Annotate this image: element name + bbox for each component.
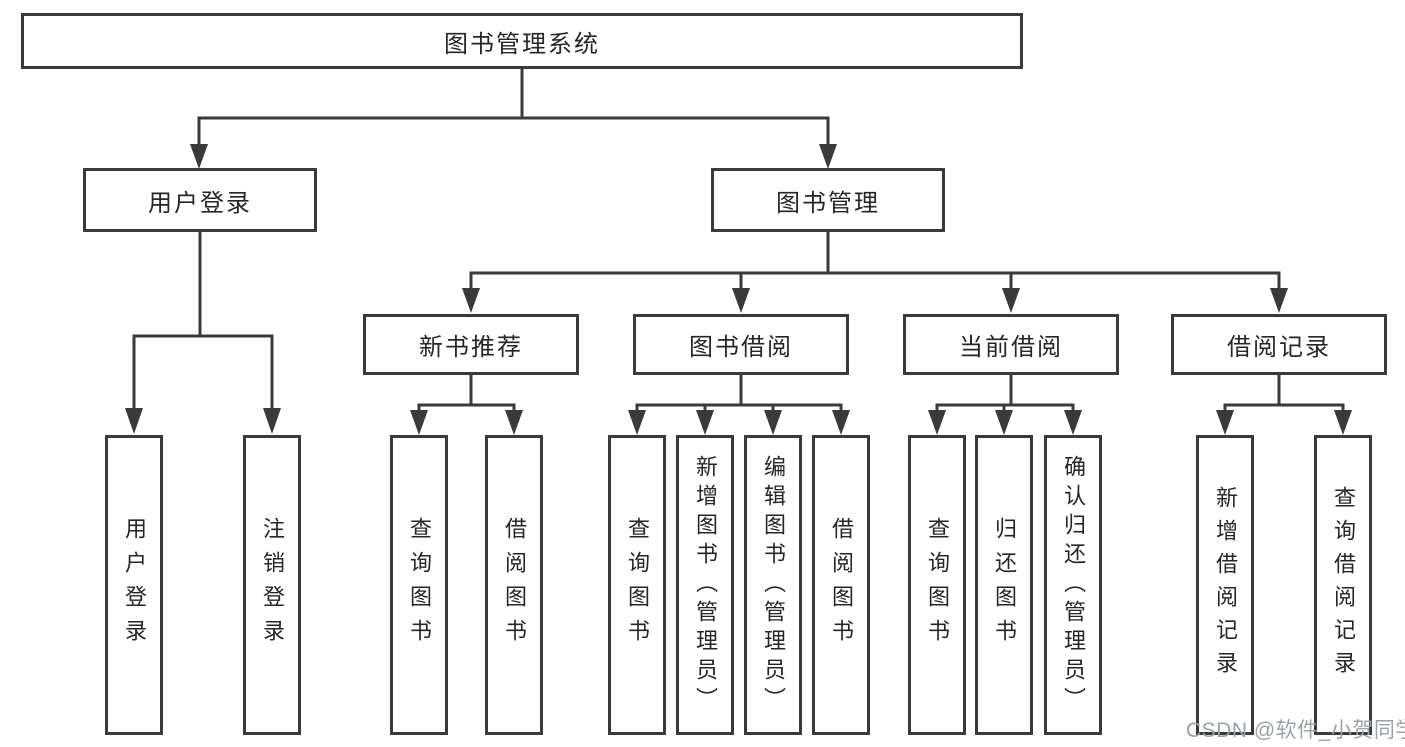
leaf-label: 用户登录 [122,517,147,653]
leaf-label: 查询借阅记录 [1331,486,1356,684]
leaf-borrow-books-recommend: 借阅图书 [485,435,543,735]
leaf-label: 查询图书 [925,517,950,653]
node-label: 用户登录 [148,189,252,217]
leaf-label: 借阅图书 [829,517,854,653]
leaf-label: 查询图书 [407,517,432,653]
leaf-label: 归还图书 [992,517,1017,653]
node-label: 图书管理 [776,189,880,217]
node-user-login: 用户登录 [83,168,317,232]
leaf-return-books: 归还图书 [975,435,1033,735]
leaf-user-login: 用户登录 [105,435,163,735]
leaf-confirm-return-admin: 确认归还（管理员） [1044,435,1102,735]
leaf-label: 借阅图书 [502,517,527,653]
node-borrowing-records: 借阅记录 [1171,314,1387,375]
node-book-management: 图书管理 [711,168,945,232]
node-label: 新书推荐 [419,334,523,361]
leaf-query-books-recommend: 查询图书 [390,435,448,735]
node-label: 图书管理系统 [444,30,600,58]
leaf-label: 确认归还（管理员） [1061,454,1086,716]
leaf-query-books-borrowing: 查询图书 [608,435,666,735]
leaf-label: 新增借阅记录 [1213,486,1238,684]
leaf-label: 编辑图书（管理员） [761,454,786,716]
node-new-book-recommend: 新书推荐 [363,314,579,375]
leaf-label: 新增图书（管理员） [693,454,718,716]
leaf-borrow-books: 借阅图书 [812,435,870,735]
leaf-query-borrow-record: 查询借阅记录 [1314,435,1372,735]
leaf-add-books-admin: 新增图书（管理员） [676,435,734,735]
node-library-management-system: 图书管理系统 [21,13,1023,69]
node-label: 图书借阅 [689,334,793,361]
node-book-borrowing: 图书借阅 [633,314,849,375]
leaf-label: 查询图书 [625,517,650,653]
node-current-borrowing: 当前借阅 [903,314,1119,375]
leaf-label: 注销登录 [260,517,285,653]
leaf-query-books-current: 查询图书 [908,435,966,735]
leaf-edit-books-admin: 编辑图书（管理员） [744,435,802,735]
node-label: 当前借阅 [959,334,1063,361]
leaf-logout: 注销登录 [243,435,301,735]
leaf-add-borrow-record: 新增借阅记录 [1196,435,1254,735]
node-label: 借阅记录 [1227,334,1331,361]
csdn-watermark: CSDN @软件_小贺同学 [1186,719,1405,742]
